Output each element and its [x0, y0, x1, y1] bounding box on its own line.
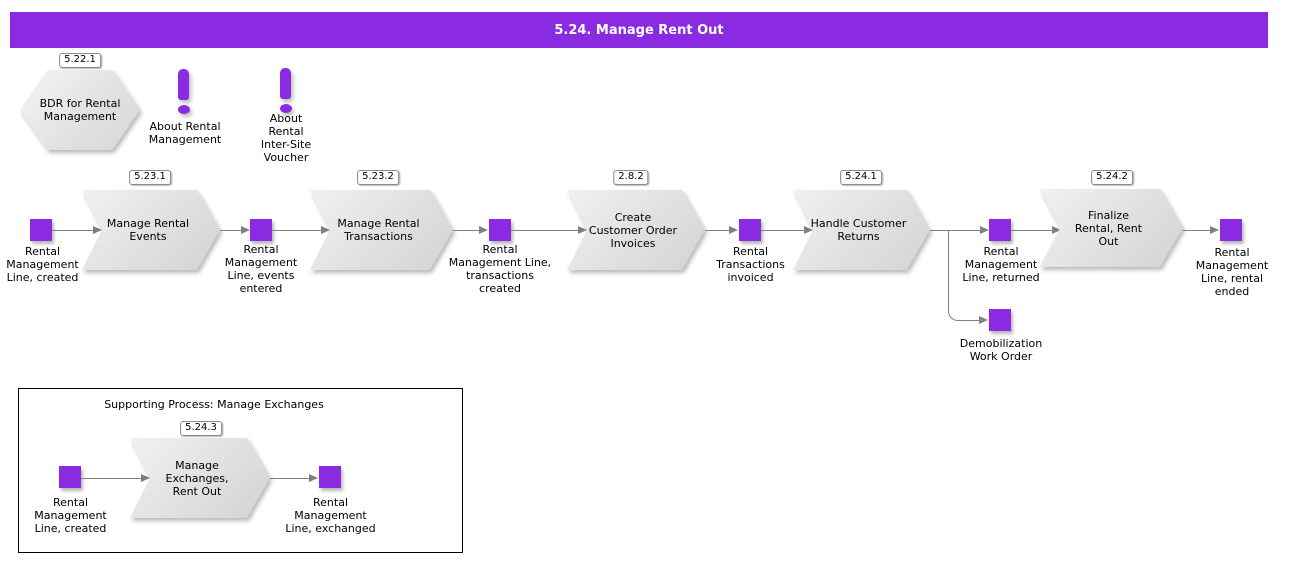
about-rental-management-label: About Rental Management — [148, 120, 222, 146]
event-rental-management-line-created-supporting[interactable] — [59, 466, 81, 488]
about-rental-inter-site-voucher-label: About Rental Inter-Site Voucher — [260, 112, 312, 164]
chevron-shape: Handle Customer Returns — [793, 190, 930, 270]
arrowhead-icon — [321, 226, 330, 234]
flow-connector — [270, 478, 310, 479]
arrowhead-icon — [141, 474, 150, 482]
chevron-shape: Manage Exchanges, Rent Out — [130, 438, 270, 518]
process-ref-badge: 5.24.2 — [1091, 170, 1133, 185]
event-rental-management-line-events-entered[interactable] — [250, 219, 272, 241]
event-label: Demobilization Work Order — [959, 337, 1043, 363]
event-label: Rental Management Line, returned — [962, 245, 1040, 284]
info-exclamation-icon — [280, 68, 291, 99]
arrowhead-icon — [1210, 226, 1219, 234]
arrowhead-icon — [979, 316, 988, 324]
supporting-process-title: Supporting Process: Manage Exchanges — [104, 398, 324, 411]
info-exclamation-dot-icon — [279, 104, 292, 113]
flow-connector — [761, 230, 805, 231]
process-ref-badge: 5.24.3 — [180, 421, 222, 436]
process-manage-rental-transactions[interactable]: Manage Rental Transactions — [310, 190, 453, 270]
arrowhead-icon — [241, 226, 250, 234]
arrowhead-icon — [729, 226, 738, 234]
event-rental-management-line-created[interactable] — [30, 219, 52, 241]
flow-connector — [1183, 230, 1211, 231]
process-manage-exchanges-rent-out[interactable]: Manage Exchanges, Rent Out — [130, 438, 270, 518]
event-rental-management-line-exchanged[interactable] — [319, 466, 341, 488]
process-create-customer-order-invoices[interactable]: Create Customer Order Invoices — [567, 190, 705, 270]
flow-connector — [272, 230, 322, 231]
event-rental-transactions-invoiced[interactable] — [739, 219, 761, 241]
event-rental-management-line-transactions-created[interactable] — [489, 219, 511, 241]
process-label: Manage Rental Transactions — [337, 217, 420, 243]
chevron-shape: Finalize Rental, Rent Out — [1040, 189, 1183, 267]
hexagon-shape: BDR for Rental Management — [20, 70, 140, 150]
arrowhead-icon — [1052, 226, 1061, 234]
chevron-shape: Create Customer Order Invoices — [567, 190, 705, 270]
arrowhead-icon — [578, 226, 587, 234]
process-label: Handle Customer Returns — [810, 217, 907, 243]
process-label: Manage Exchanges, Rent Out — [165, 458, 229, 498]
flow-connector — [1011, 230, 1053, 231]
process-ref-badge: 5.23.2 — [357, 170, 399, 185]
flow-connector — [81, 478, 142, 479]
bdr-for-rental-management-node[interactable]: BDR for Rental Management — [20, 70, 140, 150]
event-label: Rental Management Line, rental ended — [1195, 246, 1269, 298]
process-label: Create Customer Order Invoices — [588, 210, 678, 250]
info-exclamation-dot-icon — [177, 105, 190, 114]
diagram-title-bar: 5.24. Manage Rent Out — [10, 12, 1268, 48]
process-label: Manage Rental Events — [106, 217, 190, 243]
diagram-title: 5.24. Manage Rent Out — [554, 22, 724, 38]
bdr-label: BDR for Rental Management — [39, 97, 121, 123]
chevron-shape: Manage Rental Transactions — [310, 190, 453, 270]
flow-connector — [52, 230, 94, 231]
info-exclamation-icon — [178, 69, 189, 100]
arrowhead-icon — [479, 226, 488, 234]
event-label: Rental Management Line, created — [34, 496, 107, 535]
event-rental-management-line-rental-ended[interactable] — [1220, 219, 1242, 241]
event-label: Rental Management Line, exchanged — [285, 496, 376, 535]
process-ref-badge: 5.24.1 — [840, 170, 882, 185]
process-finalize-rental-rent-out[interactable]: Finalize Rental, Rent Out — [1040, 189, 1183, 267]
flow-connector — [453, 230, 480, 231]
event-label: Rental Management Line, events entered — [224, 243, 298, 295]
about-rental-management-note[interactable] — [177, 68, 193, 116]
event-label: Rental Management Line, transactions cre… — [448, 243, 552, 295]
flow-connector — [705, 230, 730, 231]
chevron-shape: Manage Rental Events — [82, 190, 220, 270]
arrowhead-icon — [93, 226, 102, 234]
bdr-ref-badge: 5.22.1 — [59, 53, 101, 68]
process-ref-badge: 5.23.1 — [129, 170, 171, 185]
arrowhead-icon — [980, 226, 989, 234]
process-handle-customer-returns[interactable]: Handle Customer Returns — [793, 190, 930, 270]
about-rental-inter-site-voucher-note[interactable] — [279, 67, 295, 115]
process-label: Finalize Rental, Rent Out — [1074, 208, 1143, 248]
arrowhead-icon — [309, 474, 318, 482]
process-manage-rental-events[interactable]: Manage Rental Events — [82, 190, 220, 270]
event-label: Rental Transactions invoiced — [716, 245, 785, 284]
branch-connector — [948, 230, 980, 321]
flow-connector — [511, 230, 579, 231]
flow-connector — [220, 230, 242, 231]
arrowhead-icon — [804, 226, 813, 234]
event-demobilization-work-order[interactable] — [989, 309, 1011, 331]
process-ref-badge: 2.8.2 — [613, 170, 649, 185]
event-rental-management-line-returned[interactable] — [989, 219, 1011, 241]
event-label: Rental Management Line, created — [6, 245, 79, 284]
